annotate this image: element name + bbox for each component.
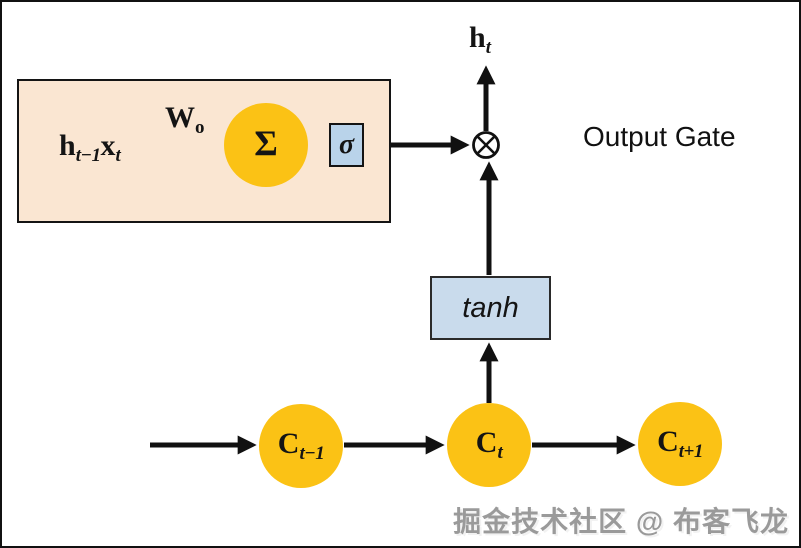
cell-node-current: Ct [447, 403, 531, 487]
input-h-base: h [59, 129, 76, 162]
cell-current-label: Ct [475, 426, 503, 463]
cell-next-sub: t+1 [678, 441, 704, 462]
input-h-sub: t−1 [75, 145, 101, 166]
cell-node-next: Ct+1 [638, 402, 722, 486]
sigma-icon: σ [338, 129, 355, 160]
input-x-base: x [100, 129, 116, 162]
gate-input-label: ht−1xt [59, 129, 121, 166]
cell-next-base: C [657, 425, 679, 458]
tanh-box: tanh [430, 276, 551, 340]
cell-current-base: C [475, 426, 498, 459]
sum-node: Σ [224, 103, 308, 187]
multiply-node-icon [472, 131, 500, 159]
weight-label: Wo [165, 101, 205, 138]
output-h-sub: t [485, 37, 491, 58]
cell-node-prev: Ct−1 [259, 404, 343, 488]
cell-prev-sub: t−1 [299, 443, 325, 464]
output-h-base: h [469, 21, 486, 54]
weight-sub: o [195, 117, 205, 138]
cell-current-sub: t [497, 442, 503, 463]
cell-next-label: Ct+1 [657, 425, 704, 462]
cell-prev-label: Ct−1 [277, 427, 325, 464]
weight-base: W [165, 101, 195, 134]
cell-prev-base: C [277, 427, 300, 460]
tanh-label: tanh [462, 291, 519, 324]
input-x-sub: t [115, 145, 121, 166]
output-gate-title: Output Gate [583, 121, 736, 152]
sigma-sum-icon: Σ [254, 123, 278, 163]
watermark: 掘金技术社区 @ 布客飞龙 [453, 506, 789, 537]
gate-detail-panel [17, 79, 391, 223]
output-hidden-label: ht [469, 21, 491, 58]
sigma-activation-box: σ [329, 123, 364, 167]
